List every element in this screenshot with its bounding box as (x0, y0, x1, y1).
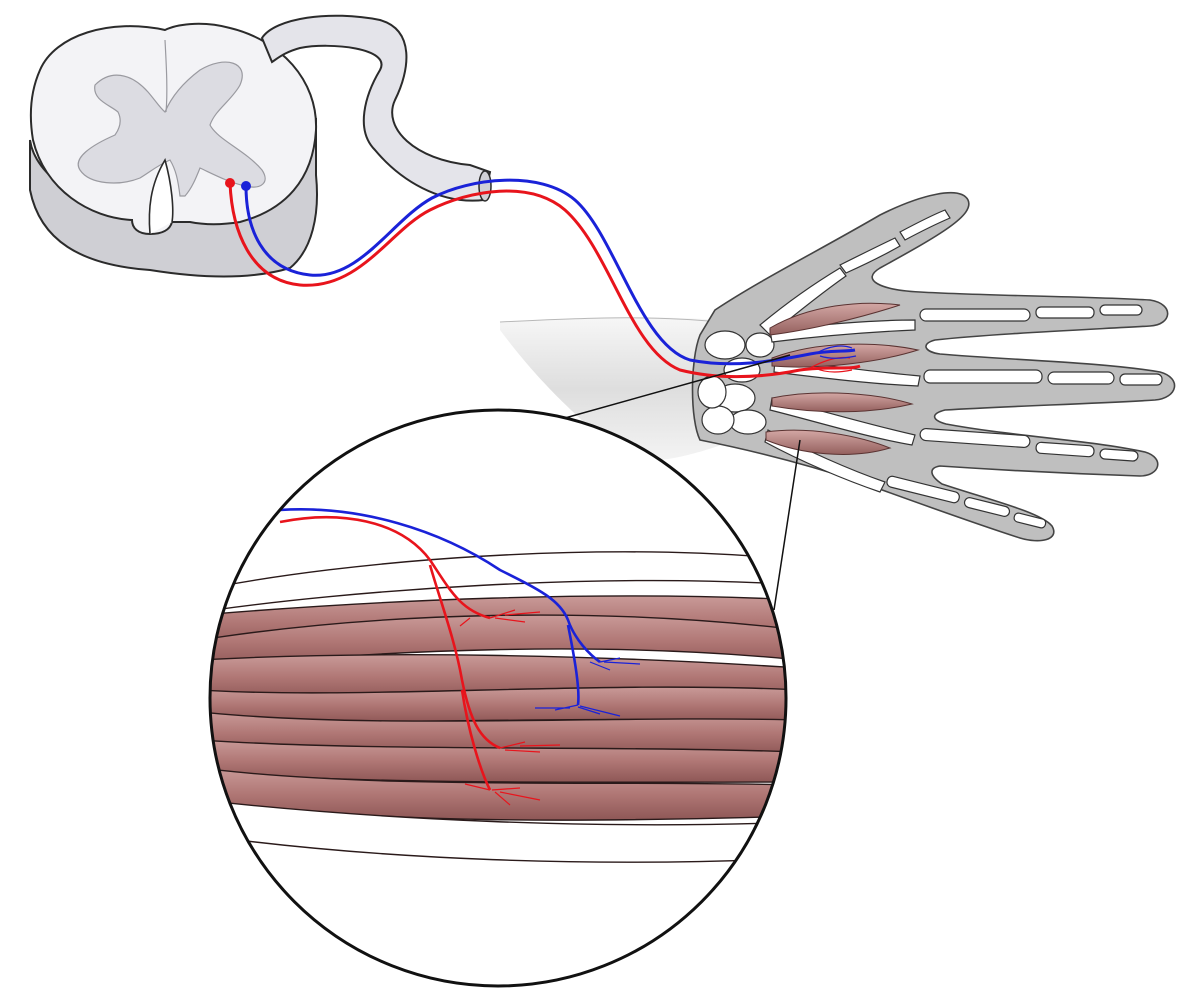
ventral-fissure (148, 157, 174, 235)
gray-matter (77, 61, 266, 197)
motor-neuron-blue (241, 178, 857, 366)
hand-skeleton (691, 192, 1176, 542)
magnified-blue-axon (279, 508, 641, 717)
magnifier-outline (208, 408, 788, 988)
thumb-phalanges (839, 209, 951, 274)
interosseous-muscles (765, 302, 920, 455)
zoom-lines (564, 354, 801, 611)
magnified-view (208, 408, 788, 988)
finger-phalanges (886, 304, 1163, 529)
magnified-muscle-fibers (210, 551, 786, 863)
magnified-red-axon (279, 515, 561, 806)
